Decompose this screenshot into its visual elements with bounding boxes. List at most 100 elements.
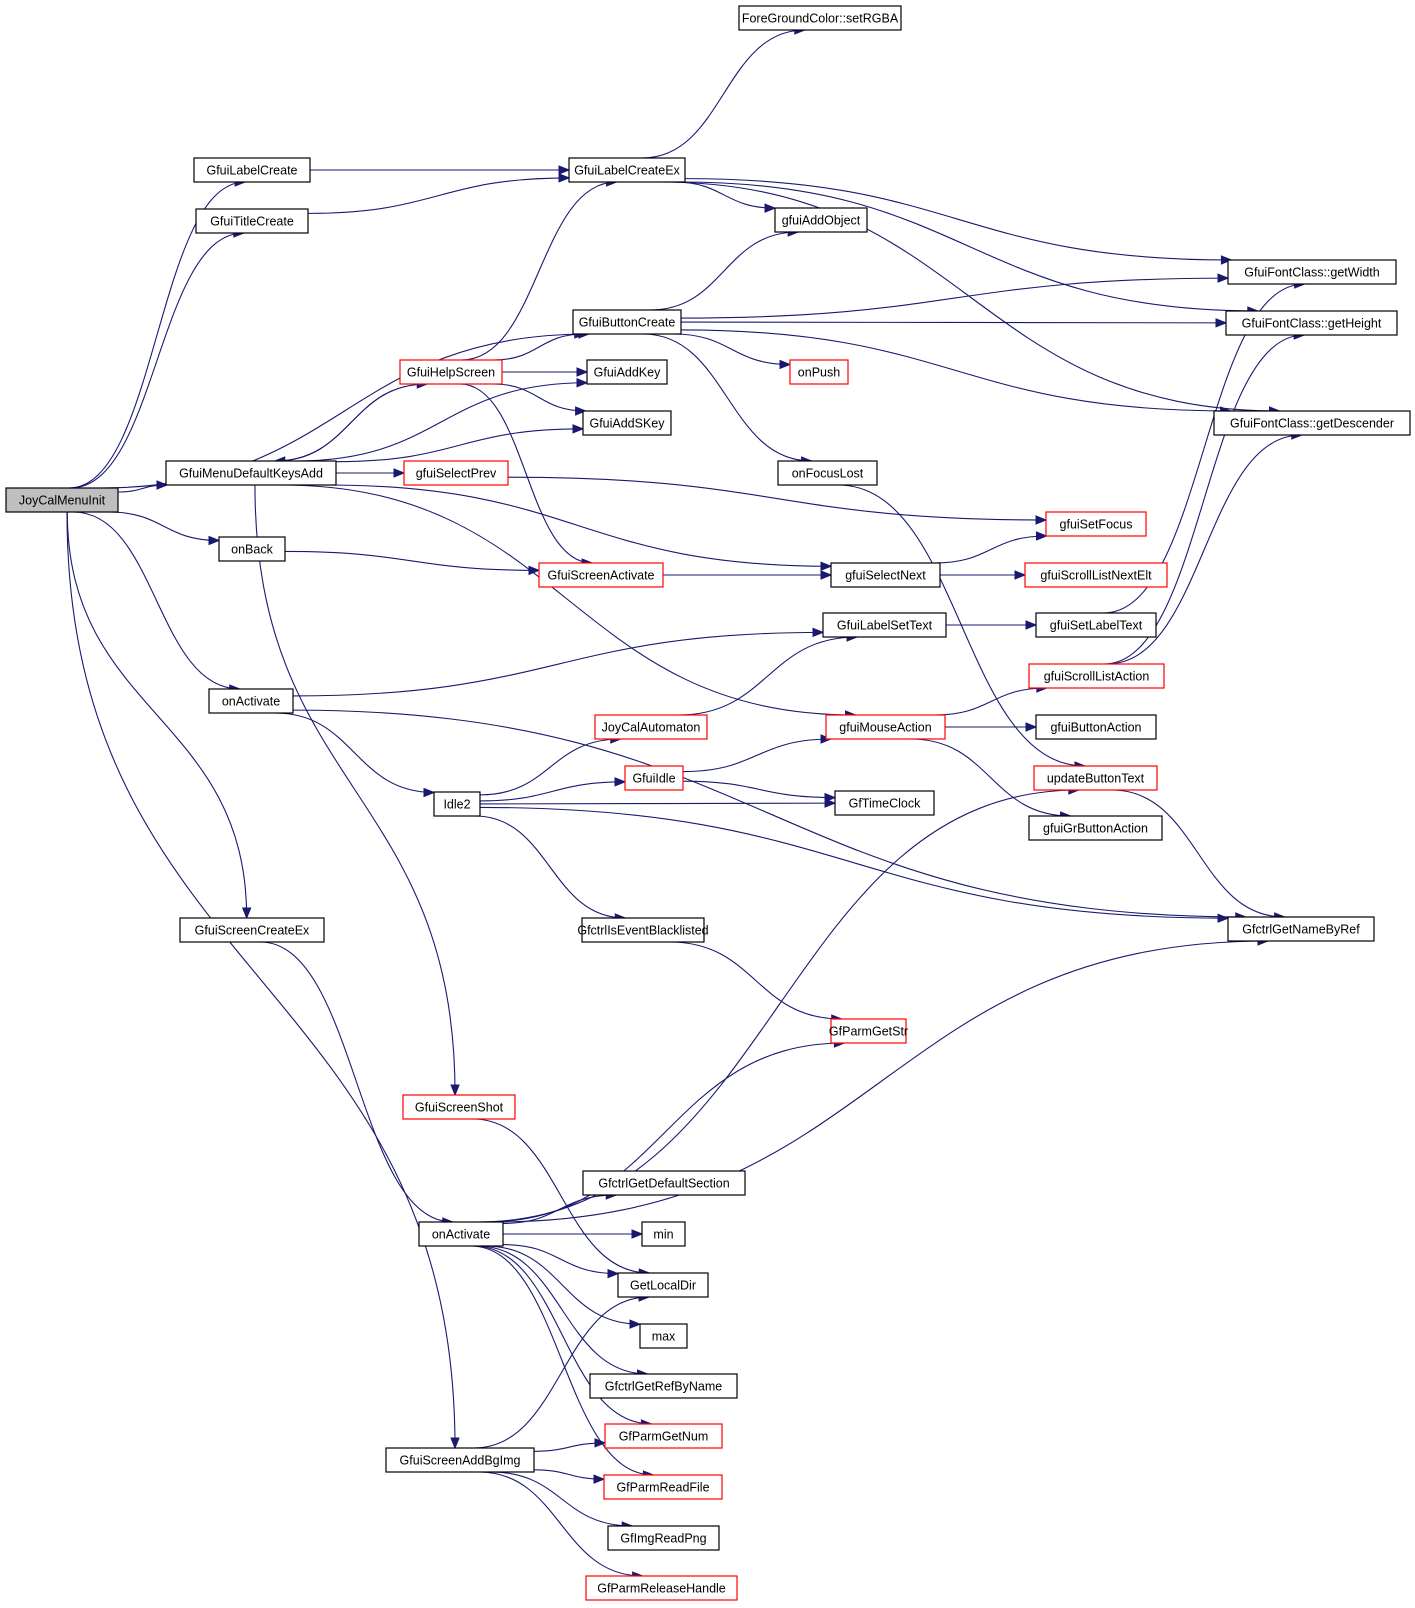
node-gfui-font-class-get-width[interactable]: GfuiFontClass::getWidth — [1227, 259, 1397, 285]
node-on-focus-lost[interactable]: onFocusLost — [777, 460, 878, 486]
node-label: GfImgReadPng — [620, 1532, 706, 1546]
node-gfui-font-class-get-descender[interactable]: GfuiFontClass::getDescender — [1213, 410, 1411, 436]
node-max[interactable]: max — [639, 1323, 688, 1349]
edge-line — [325, 484, 832, 567]
arrowhead-icon — [241, 907, 252, 920]
edges-layer — [66, 25, 1307, 1581]
node-gfui-gr-button-action[interactable]: gfuiGrButtonAction — [1028, 815, 1163, 841]
node-gfctrl-get-name-by-ref[interactable]: GfctrlGetNameByRef — [1227, 916, 1375, 942]
edge-line — [274, 383, 428, 462]
edge-gfui-select-next-to-gfui-set-focus — [935, 531, 1048, 564]
node-gfui-mouse-action[interactable]: gfuiMouseAction — [825, 714, 946, 740]
node-joy-cal-menu-init[interactable]: JoyCalMenuInit — [5, 487, 119, 513]
node-update-button-text[interactable]: updateButtonText — [1033, 765, 1158, 791]
node-gfui-set-focus[interactable]: gfuiSetFocus — [1045, 511, 1147, 537]
node-gfui-set-label-text[interactable]: gfuiSetLabelText — [1035, 612, 1157, 638]
node-box — [1035, 714, 1157, 740]
edge-gfui-screen-create-ex-to-on-activate2 — [260, 941, 455, 1227]
node-label: min — [653, 1228, 673, 1242]
node-gfui-button-create[interactable]: GfuiButtonCreate — [572, 309, 682, 335]
arrowhead-icon — [208, 535, 221, 546]
node-joy-cal-automaton[interactable]: JoyCalAutomaton — [594, 714, 708, 740]
node-gf-parm-release-handle[interactable]: GfParmReleaseHandle — [585, 1575, 738, 1601]
node-gfctrl-get-default-section[interactable]: GfctrlGetDefaultSection — [582, 1170, 746, 1196]
node-on-activate1[interactable]: onActivate — [208, 688, 294, 714]
node-box — [1024, 562, 1168, 588]
node-gfui-help-screen[interactable]: GfuiHelpScreen — [399, 359, 503, 385]
node-gf-parm-get-num[interactable]: GfParmGetNum — [604, 1423, 723, 1449]
node-box — [1213, 410, 1411, 436]
edge-line — [280, 484, 856, 716]
node-gfui-add-key[interactable]: GfuiAddKey — [586, 359, 668, 385]
edge-gfui-label-create-ex-to-gfui-font-class-get-width — [684, 178, 1233, 265]
node-gfctrl-is-event-blacklisted[interactable]: GfctrlIsEventBlacklisted — [577, 917, 709, 943]
node-gfui-select-next[interactable]: gfuiSelectNext — [830, 562, 941, 588]
node-min[interactable]: min — [641, 1221, 686, 1247]
node-box — [1227, 259, 1397, 285]
edge-joy-cal-menu-init-to-gfui-title-create — [70, 228, 246, 489]
node-gfui-select-prev[interactable]: gfuiSelectPrev — [403, 460, 509, 486]
arrowhead-icon — [820, 570, 833, 580]
edge-gfui-screen-add-bg-img-to-gf-parm-get-num — [533, 1438, 607, 1452]
node-box — [582, 1170, 746, 1196]
node-label: GetLocalDir — [630, 1279, 696, 1293]
node-label: GfctrlIsEventBlacklisted — [577, 924, 708, 938]
node-gfui-font-class-get-height[interactable]: GfuiFontClass::getHeight — [1225, 310, 1398, 336]
node-gfui-label-set-text[interactable]: GfuiLabelSetText — [822, 612, 947, 638]
node-gfui-button-action[interactable]: gfuiButtonAction — [1035, 714, 1157, 740]
node-fore-ground-color-set-rgba[interactable]: ForeGroundColor::setRGBA — [738, 5, 902, 31]
node-label: GfuiLabelSetText — [837, 619, 933, 633]
node-label: gfuiSelectNext — [845, 569, 926, 583]
node-label: gfuiGrButtonAction — [1043, 822, 1148, 836]
node-on-back[interactable]: onBack — [218, 536, 286, 562]
arrowhead-icon — [450, 1437, 460, 1450]
edge-idle2-to-gfui-idle — [479, 777, 627, 802]
edge-line — [935, 687, 1047, 716]
node-gfui-title-create[interactable]: GfuiTitleCreate — [195, 208, 309, 234]
node-gf-img-read-png[interactable]: GfImgReadPng — [607, 1525, 720, 1551]
arrowhead-icon — [450, 1084, 460, 1097]
node-label: gfuiScrollListNextElt — [1040, 569, 1152, 583]
edge-line — [108, 511, 220, 542]
node-gf-time-clock[interactable]: GfTimeClock — [834, 790, 935, 816]
node-gfui-menu-default-keys-add[interactable]: GfuiMenuDefaultKeysAdd — [165, 460, 337, 486]
edge-line — [1106, 434, 1302, 665]
node-get-local-dir[interactable]: GetLocalDir — [617, 1272, 709, 1298]
node-gfui-screen-add-bg-img[interactable]: GfuiScreenAddBgImg — [385, 1447, 535, 1473]
node-label: gfuiMouseAction — [839, 721, 931, 735]
edge-gfui-menu-default-keys-add-to-gfui-add-skey — [335, 424, 585, 463]
edge-gfui-screen-activate-to-gfui-select-next — [663, 570, 833, 580]
edge-gfui-menu-default-keys-add-to-gfui-select-prev — [336, 468, 406, 478]
node-gfui-screen-shot[interactable]: GfuiScreenShot — [402, 1094, 516, 1120]
node-label: gfuiButtonAction — [1050, 721, 1141, 735]
node-on-activate2[interactable]: onActivate — [418, 1221, 504, 1247]
node-gfui-screen-create-ex[interactable]: GfuiScreenCreateEx — [179, 917, 325, 943]
edge-line — [678, 636, 858, 716]
arrowhead-icon — [528, 565, 541, 576]
edge-gfui-button-create-to-gfui-font-class-get-descender — [680, 329, 1232, 416]
node-box — [1227, 916, 1375, 942]
node-gfui-screen-activate[interactable]: GfuiScreenActivate — [538, 562, 664, 588]
edge-line — [1103, 283, 1305, 614]
node-gfui-scroll-list-next-elt[interactable]: gfuiScrollListNextElt — [1024, 562, 1168, 588]
node-idle2[interactable]: Idle2 — [433, 791, 481, 817]
node-on-push[interactable]: onPush — [789, 359, 849, 385]
node-gfui-add-object[interactable]: gfuiAddObject — [774, 207, 868, 233]
node-box — [738, 5, 902, 31]
node-gfui-label-create[interactable]: GfuiLabelCreate — [193, 157, 311, 183]
node-box — [825, 714, 946, 740]
edge-line — [680, 277, 1229, 319]
node-label: GfuiFontClass::getDescender — [1230, 417, 1394, 431]
node-gfui-label-create-ex[interactable]: GfuiLabelCreateEx — [568, 157, 686, 183]
node-gf-parm-read-file[interactable]: GfParmReadFile — [603, 1474, 723, 1500]
node-gf-parm-get-str[interactable]: GfParmGetStr — [829, 1018, 908, 1044]
edge-line — [66, 511, 456, 1449]
edge-line — [494, 940, 1268, 1223]
node-gfui-scroll-list-action[interactable]: gfuiScrollListAction — [1028, 663, 1165, 689]
edge-line — [473, 1245, 652, 1425]
node-gfctrl-get-ref-by-name[interactable]: GfctrlGetRefByName — [589, 1373, 738, 1399]
arrowhead-icon — [779, 359, 792, 370]
node-gfui-idle[interactable]: GfuiIdle — [624, 765, 684, 791]
node-gfui-add-skey[interactable]: GfuiAddSKey — [582, 410, 672, 436]
node-label: GfuiMenuDefaultKeysAdd — [179, 467, 323, 481]
